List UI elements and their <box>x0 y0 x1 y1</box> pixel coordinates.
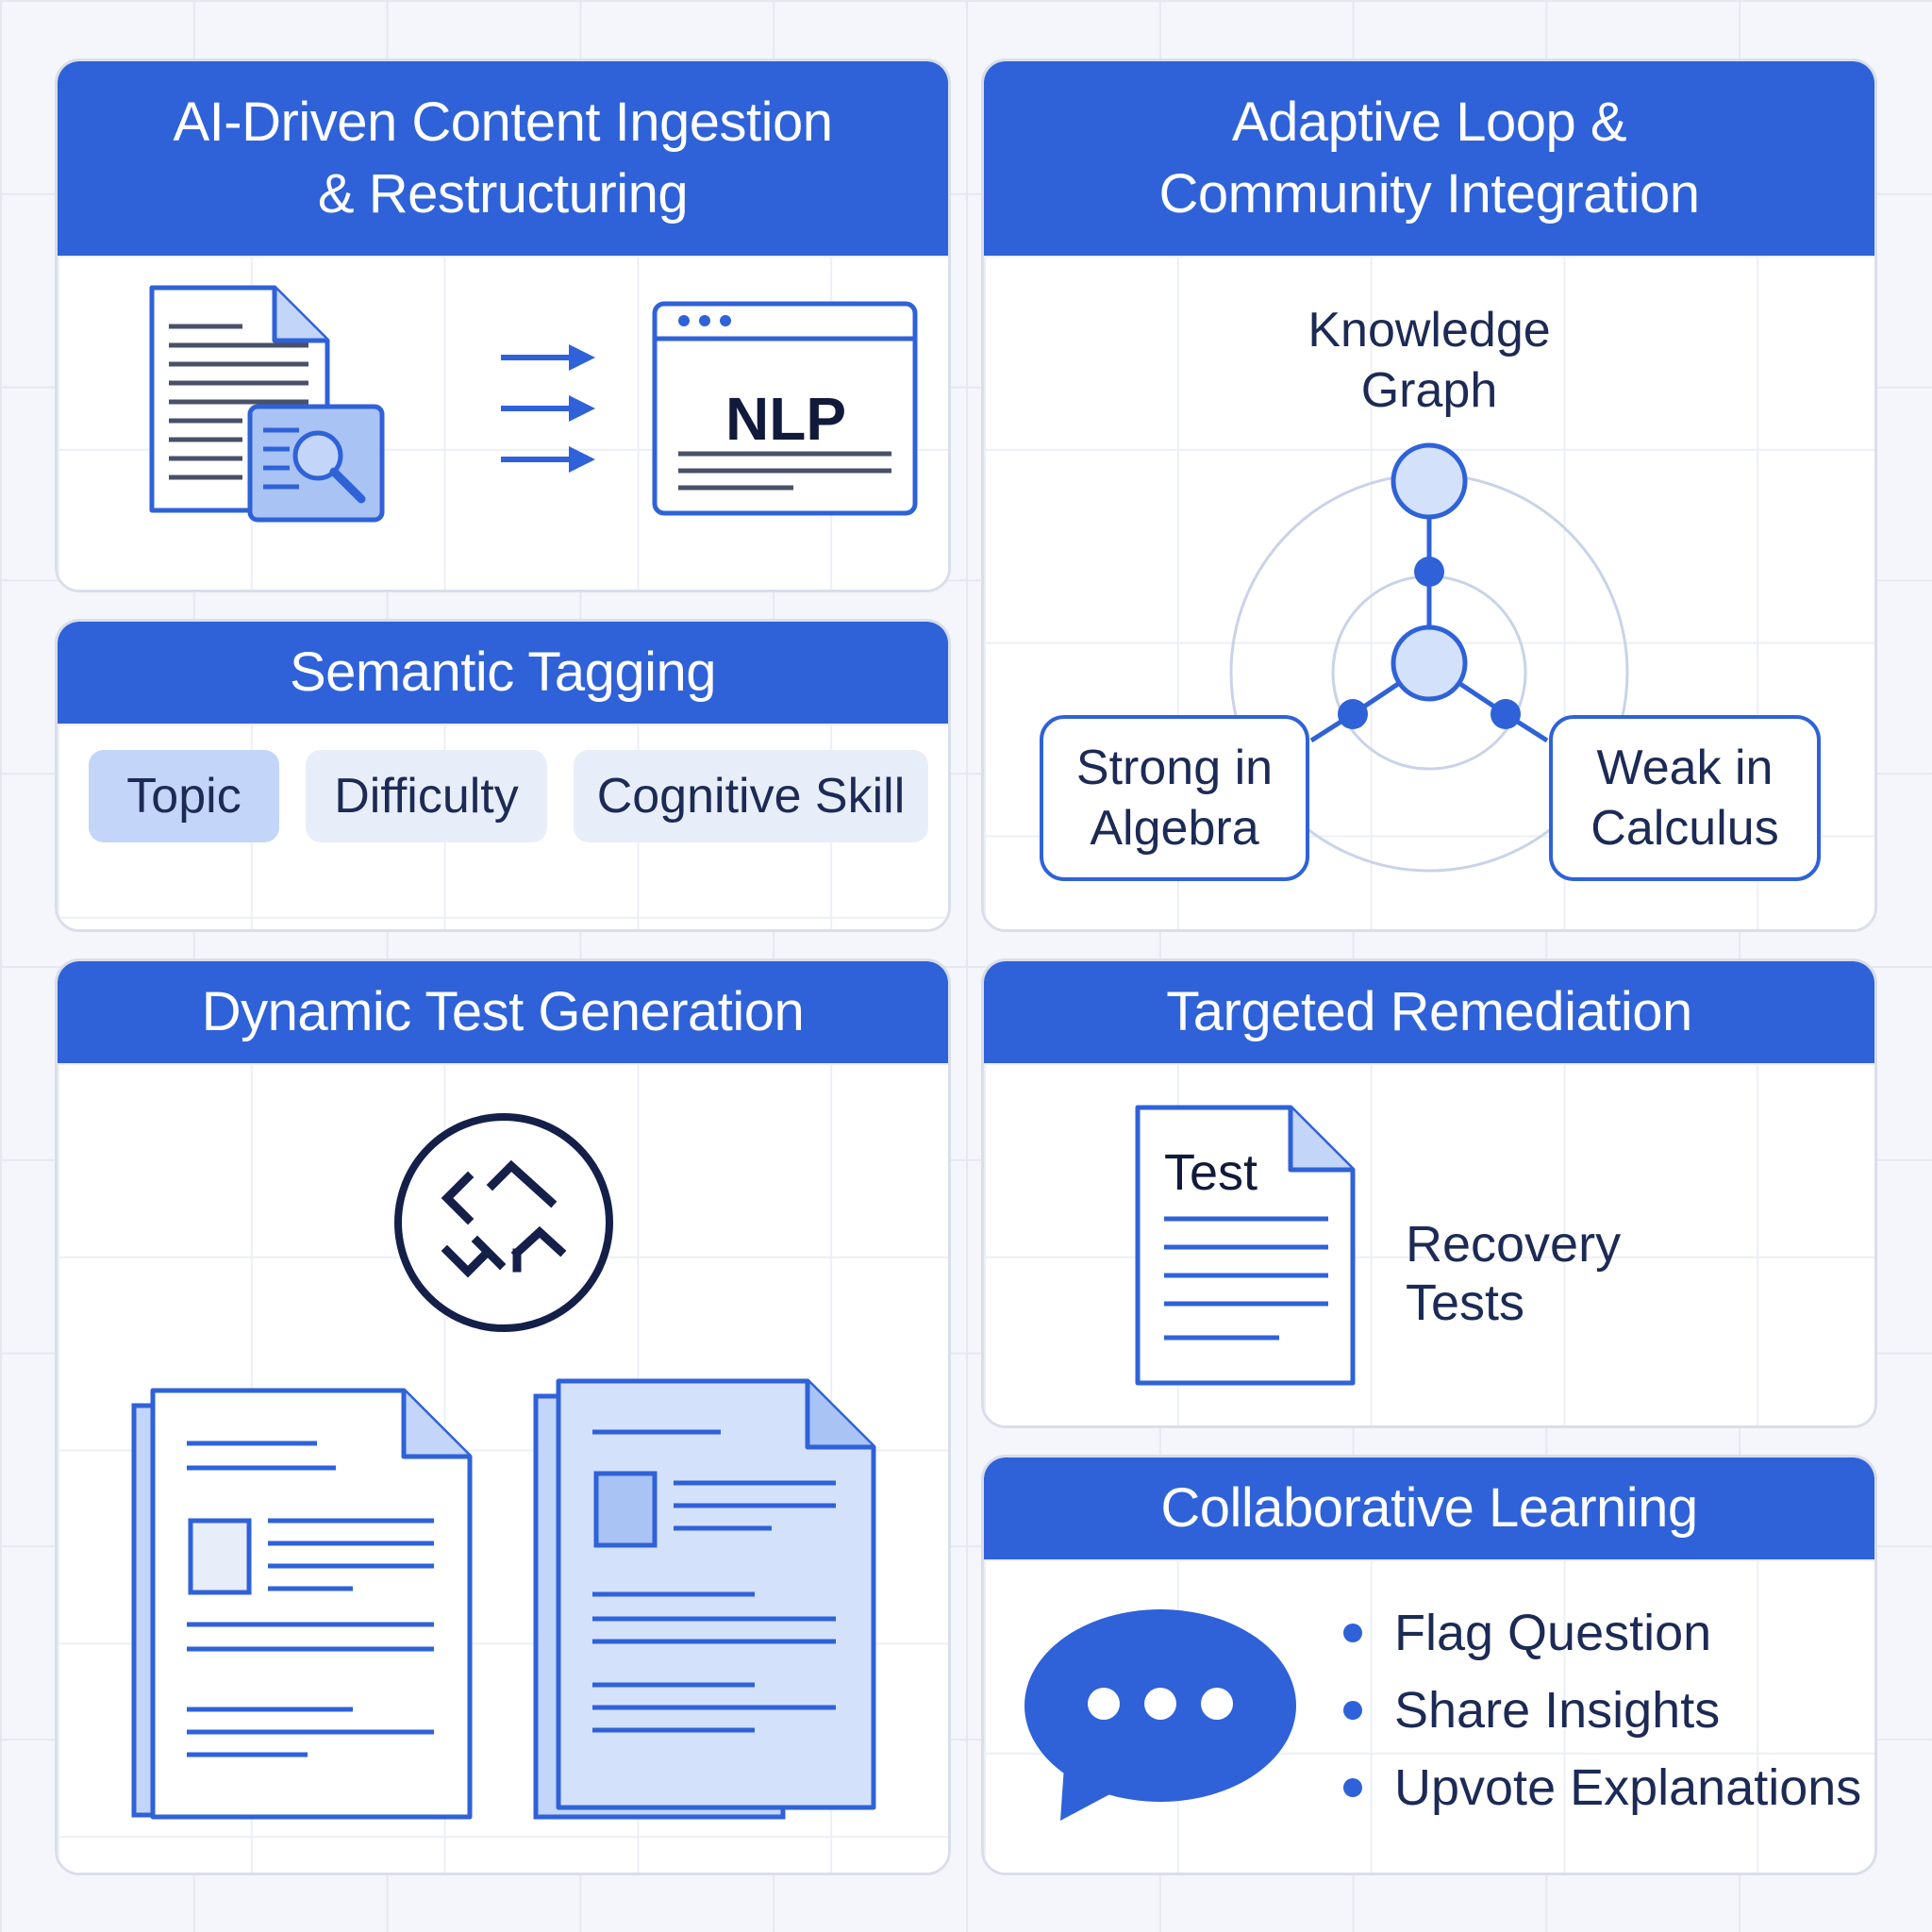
ingestion-title-line1: AI-Driven Content Ingestion <box>173 92 833 153</box>
arrow-right-icon <box>501 344 595 473</box>
knowledge-graph-label: Knowledge Graph <box>1241 300 1618 421</box>
weak-node-line2: Calculus <box>1591 801 1779 856</box>
knowledge-graph-label-line2: Graph <box>1360 363 1498 418</box>
collab-item-flag-question[interactable]: Flag Question <box>1343 1604 1711 1662</box>
graph-node-small <box>1414 557 1444 587</box>
remediation-card: Targeted Remediation <box>981 958 1877 1428</box>
ingestion-card: AI-Driven Content Ingestion & Restructur… <box>55 58 951 592</box>
graph-node-center <box>1391 625 1468 702</box>
collab-item-share-insights[interactable]: Share Insights <box>1343 1681 1720 1740</box>
adaptive-title-line1: Adaptive Loop & <box>1231 92 1627 153</box>
bullet-icon <box>1343 1778 1362 1797</box>
browser-window-icon <box>652 301 918 516</box>
ingestion-body: NLP <box>58 256 948 590</box>
nlp-label: NLP <box>725 385 846 453</box>
test-doc-label: Test <box>1164 1144 1258 1201</box>
collab-title: Collaborative Learning <box>984 1457 1874 1559</box>
tag-difficulty-chip[interactable]: Difficulty <box>306 750 547 842</box>
test-document-icon <box>131 1378 876 1820</box>
ingestion-title-line2: & Restructuring <box>317 163 689 225</box>
graph-node-top <box>1391 442 1468 520</box>
weak-in-calculus-node[interactable]: Weak in Calculus <box>1549 715 1821 881</box>
adaptive-title: Adaptive Loop & Community Integration <box>984 61 1874 256</box>
tagging-title: Semantic Tagging <box>58 622 948 724</box>
collab-item-label: Flag Question <box>1394 1605 1712 1661</box>
bullet-icon <box>1343 1701 1362 1720</box>
remediation-body <box>984 1063 1874 1425</box>
adaptive-title-line2: Community Integration <box>1158 163 1700 225</box>
shuffle-icon[interactable] <box>391 1109 617 1336</box>
tag-topic-chip[interactable]: Topic <box>89 750 279 842</box>
remediation-title: Targeted Remediation <box>984 961 1874 1063</box>
tag-cognitive-skill-chip[interactable]: Cognitive Skill <box>574 750 928 842</box>
graph-node-right <box>1491 699 1521 729</box>
dynamic-title: Dynamic Test Generation <box>58 961 948 1063</box>
recovery-test-document-icon <box>1135 1105 1356 1386</box>
graph-node-left <box>1338 699 1368 729</box>
collab-item-label: Upvote Explanations <box>1394 1759 1862 1816</box>
strong-node-line2: Algebra <box>1090 801 1259 856</box>
strong-node-line1: Strong in <box>1075 741 1274 795</box>
weak-node-line1: Weak in <box>1596 741 1774 795</box>
chat-bubble-icon[interactable] <box>1021 1606 1300 1823</box>
document-search-icon <box>149 285 385 523</box>
ingestion-title: AI-Driven Content Ingestion & Restructur… <box>58 61 948 256</box>
recovery-tests-label: Recovery Tests <box>1406 1216 1622 1331</box>
bullet-icon <box>1343 1624 1362 1642</box>
strong-in-algebra-node[interactable]: Strong in Algebra <box>1040 715 1309 881</box>
collab-item-upvote-explanations[interactable]: Upvote Explanations <box>1343 1758 1861 1817</box>
collab-item-label: Share Insights <box>1394 1682 1721 1739</box>
knowledge-graph-diagram <box>1229 442 1629 873</box>
knowledge-graph-label-line1: Knowledge <box>1307 303 1551 358</box>
